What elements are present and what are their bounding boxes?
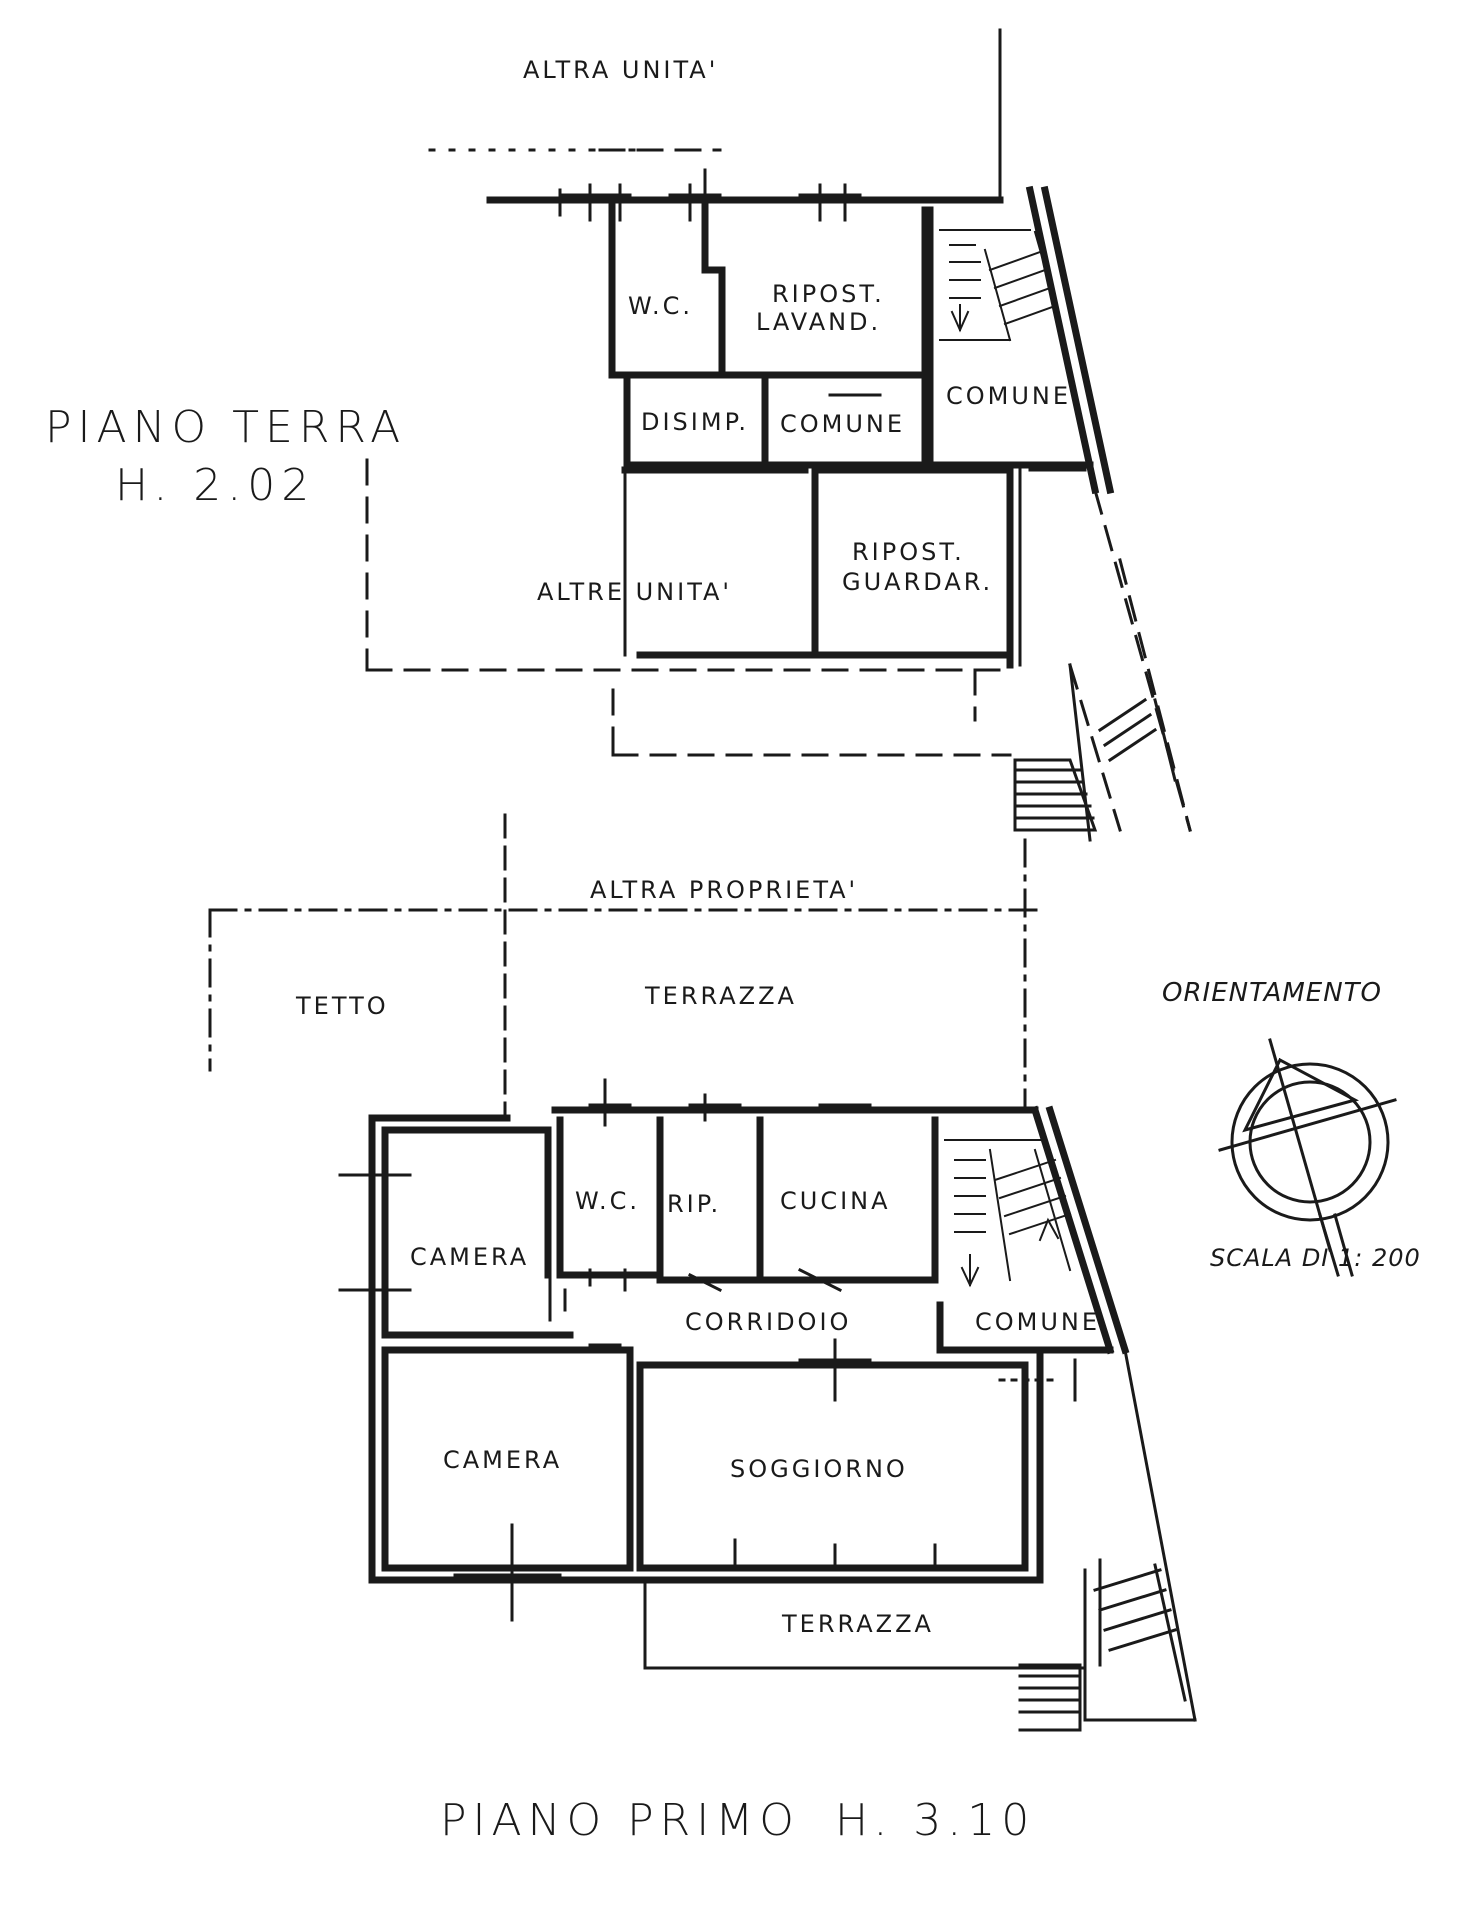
terrace-top-label: TERRAZZA	[645, 982, 797, 1010]
other-property-label: ALTRA PROPRIETA'	[590, 876, 859, 904]
first-floor-walls	[368, 1105, 1130, 1584]
first-storage-label: RIP.	[667, 1190, 722, 1218]
terrace-bottom-label: TERRAZZA	[782, 1610, 934, 1638]
other-unit-top-label: ALTRA UNITA'	[523, 56, 719, 84]
orientation-title: ORIENTAMENTO	[1162, 978, 1383, 1008]
roof-label: TETTO	[296, 992, 389, 1020]
ground-wc-label: W.C.	[628, 292, 693, 320]
ground-storage-wardrobe-label-1: RIPOST.	[852, 538, 965, 566]
first-floor-height: H. 3.10	[835, 1795, 1036, 1846]
first-floor-openings	[338, 1078, 1077, 1622]
scale-label: SCALA DI 1: 200	[1210, 1244, 1421, 1272]
first-floor-bottom-terrace	[643, 1568, 1087, 1722]
ground-common-center-label: COMUNE	[780, 410, 906, 438]
first-floor-title: PIANO PRIMO	[440, 1795, 800, 1846]
first-floor-stair	[944, 1139, 1072, 1288]
ground-floor-walls	[486, 28, 1115, 669]
ground-floor-windows	[558, 168, 862, 222]
ground-hallway-label: DISIMP.	[641, 408, 749, 436]
ground-floor-dashed-outline	[365, 148, 1192, 832]
first-wc-label: W.C.	[575, 1187, 640, 1215]
bedroom-2-label: CAMERA	[443, 1446, 563, 1474]
compass-rose	[1218, 1038, 1397, 1277]
ground-floor-stair	[939, 229, 1062, 342]
ground-floor-title: PIANO TERRA	[45, 402, 407, 453]
ground-floor-exterior-stairs	[1013, 663, 1177, 842]
ground-floor-height: H. 2.02	[115, 460, 316, 511]
first-floor-exterior-stairs	[1018, 1348, 1197, 1732]
ground-common-right-label: COMUNE	[946, 382, 1072, 410]
corridor-label: CORRIDOIO	[685, 1308, 852, 1336]
ground-other-units-label: ALTRE UNITA'	[537, 578, 733, 606]
first-common-label: COMUNE	[975, 1308, 1101, 1336]
ground-storage-laundry-label-2: LAVAND.	[756, 308, 882, 336]
ground-storage-laundry-label-1: RIPOST.	[772, 280, 885, 308]
bedroom-1-label: CAMERA	[410, 1243, 530, 1271]
kitchen-label: CUCINA	[780, 1187, 891, 1215]
first-floor-property-line	[208, 813, 1042, 1117]
living-room-label: SOGGIORNO	[730, 1455, 908, 1483]
ground-storage-wardrobe-label-2: GUARDAR.	[842, 568, 994, 596]
